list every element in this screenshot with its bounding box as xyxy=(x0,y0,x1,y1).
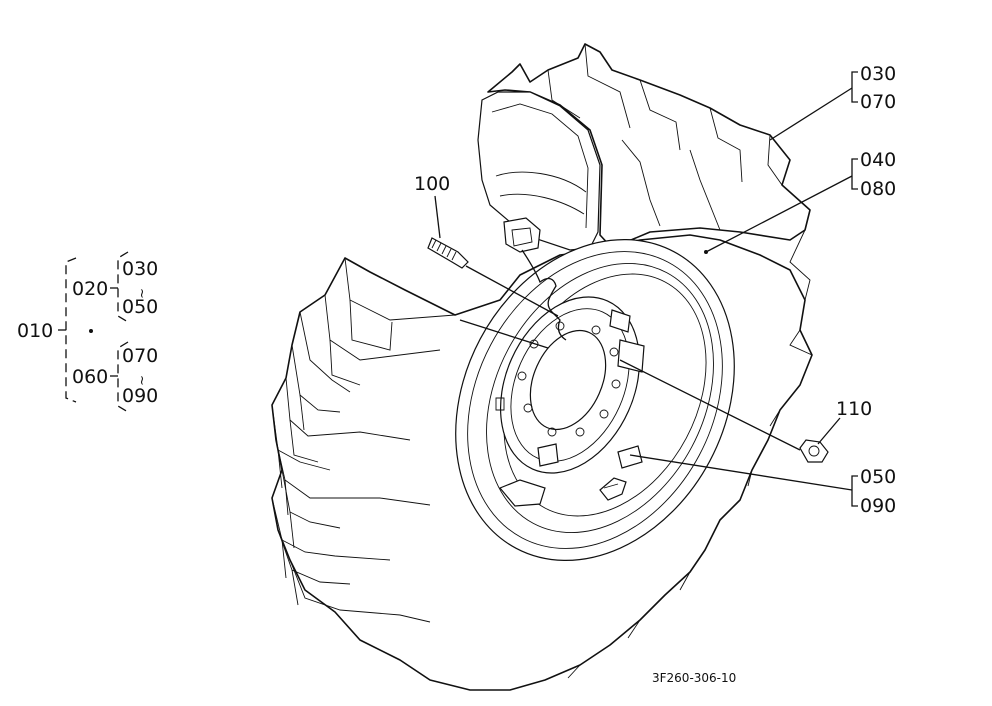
inner-tube-valve xyxy=(503,217,627,501)
label-030-top: 030 xyxy=(860,63,896,85)
label-030-left: 030 xyxy=(122,258,158,280)
callout-brackets-right xyxy=(851,71,858,507)
drawing-code: 3F260-306-10 xyxy=(652,671,736,685)
label-050-left: 050 xyxy=(122,296,158,318)
label-080: 080 xyxy=(860,178,896,200)
parts-tree-left xyxy=(58,251,129,413)
label-110: 110 xyxy=(836,398,872,420)
label-010: 010 xyxy=(17,320,53,342)
label-040: 040 xyxy=(860,149,896,171)
label-090-left: 090 xyxy=(122,385,158,407)
tilde-upper: ~ xyxy=(134,288,149,299)
stud-bolt xyxy=(427,237,469,269)
hex-nut xyxy=(799,439,829,463)
label-050-right: 050 xyxy=(860,466,896,488)
callout-labels: 030 070 040 080 100 110 050 090 010 020 … xyxy=(17,63,896,685)
label-090-right: 090 xyxy=(860,495,896,517)
label-070-top: 070 xyxy=(860,91,896,113)
leader-lines xyxy=(434,87,853,491)
label-070-left: 070 xyxy=(122,345,158,367)
wheel-disc xyxy=(495,296,645,507)
label-100: 100 xyxy=(414,173,450,195)
tilde-lower: ~ xyxy=(134,375,149,386)
label-020: 020 xyxy=(72,278,108,300)
label-060: 060 xyxy=(72,366,108,388)
